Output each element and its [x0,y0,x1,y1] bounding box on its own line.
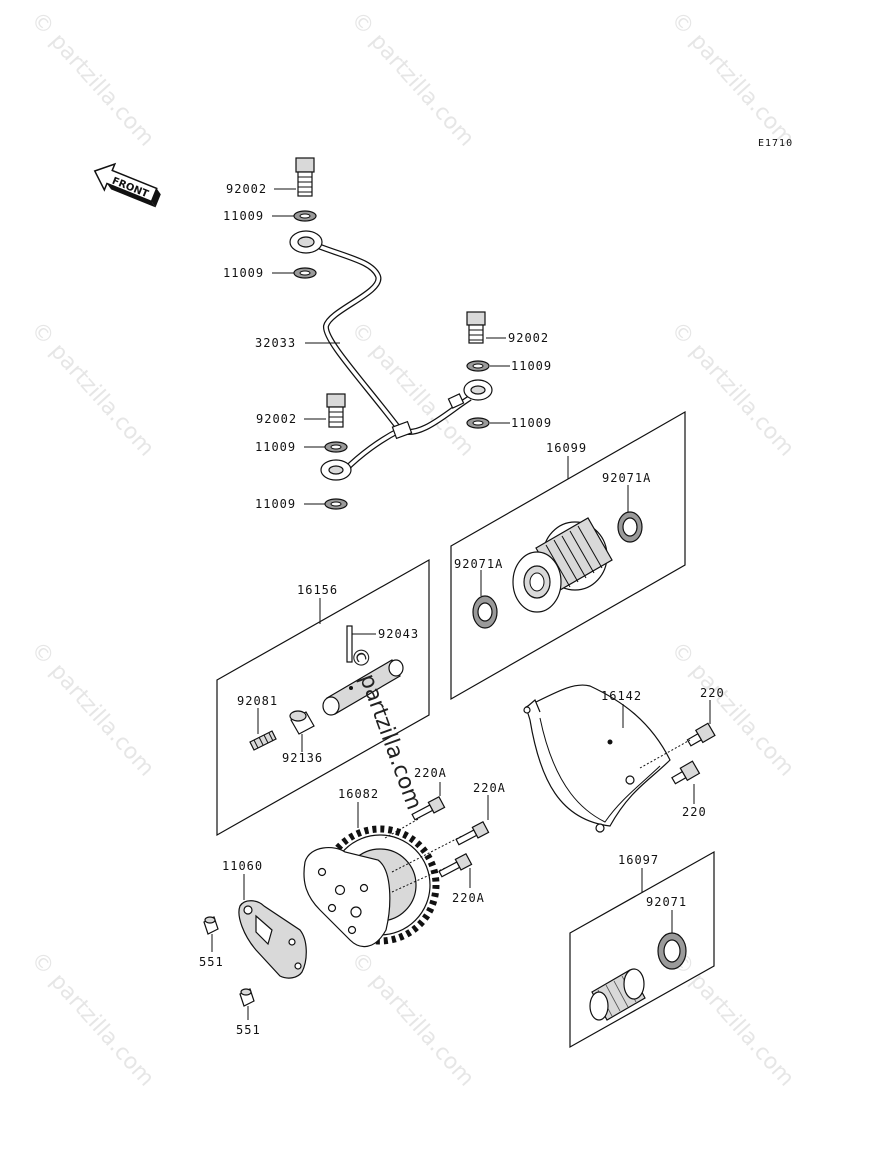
bolt-icon [295,157,315,197]
kit-frame [450,410,686,701]
label-spring: 92081 [237,694,278,708]
label-dowel-2: 551 [236,1023,261,1037]
label-bolt-220a-3: 220A [452,891,485,905]
kit-frame [216,558,430,837]
bolt-icon [671,760,701,785]
shaft-kit: 16156 92043 92081 92136 [216,558,430,837]
front-arrow-icon: FRONT [93,162,161,208]
bolt-icon [686,722,716,747]
label-oring-a1: 92071A [602,471,651,485]
cover-icon [525,684,671,827]
dowel-pin-icon [203,916,219,935]
label-washer-b: 11009 [223,266,264,280]
watermark: © partzilla.com [26,317,159,461]
oil-filter-icon [512,517,613,613]
label-washer-a: 11009 [223,209,264,223]
label-bolt-left: 92002 [256,412,297,426]
label-bolt-220-top: 220 [700,686,725,700]
strainer-kit: 16097 92071 [569,850,715,1049]
label-washer-d: 11009 [511,416,552,430]
watermark: © partzilla.com [26,7,159,151]
watermark: © partzilla.com [346,947,479,1091]
label-collar: 92136 [282,751,323,765]
label-filter-kit: 16099 [546,441,587,455]
watermark: © partzilla.com [346,7,479,151]
label-oring-a2: 92071A [454,557,503,571]
spring-icon [249,730,277,751]
pump-plate-icon [238,900,307,979]
label-washer-f: 11009 [255,497,296,511]
watermark: © partzilla.com [666,947,799,1091]
label-washer-e: 11009 [255,440,296,454]
label-bolt-220-bottom: 220 [682,805,707,819]
label-pump: 16082 [338,787,379,801]
oil-filter-kit: 16099 92071A 92071A [450,410,686,701]
bolt-icon [326,393,346,428]
label-cover: 16142 [601,689,642,703]
bolt-icon [455,820,490,846]
watermark: © partzilla.com [26,637,159,781]
diagram-code: E1710 [758,138,793,149]
oil-pipe-assembly: 92002 11009 11009 32033 [223,157,552,511]
pump-body-icon [303,847,391,948]
watermark: © partzilla.com [26,947,159,1091]
label-pipe: 32033 [255,336,296,350]
dowel-pin-icon [239,988,255,1007]
oil-strainer-icon [589,968,646,1021]
label-strainer-kit: 16097 [618,853,659,867]
label-washer-c: 11009 [511,359,552,373]
label-bolt-right: 92002 [508,331,549,345]
oil-pump-assembly: 16082 220A 220A 220A [199,766,506,1037]
label-dowel-1: 551 [199,955,224,969]
label-bolt-220a-1: 220A [414,766,447,780]
bolt-icon [466,311,486,344]
label-oring-strainer: 92071 [646,895,687,909]
label-bolt-220a-2: 220A [473,781,506,795]
pump-cover: 16142 220 220 [523,684,725,833]
pin-icon [346,625,353,663]
label-plate: 11060 [222,859,263,873]
watermark: © partzilla.com [666,7,799,151]
label-shaft-kit: 16156 [297,583,338,597]
collar-icon [289,710,315,735]
label-bolt-top: 92002 [226,182,267,196]
label-pin: 92043 [378,627,419,641]
kit-frame [569,850,715,1049]
shaft-icon [322,659,404,716]
watermark: © partzilla.com [666,637,799,781]
bolt-icon [438,852,473,878]
bolt-icon [411,795,446,821]
